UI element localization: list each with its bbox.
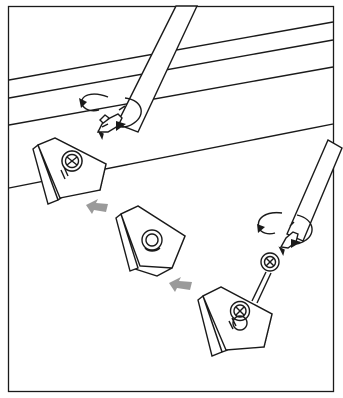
corner-bracket-icon [198,287,272,356]
screw-icon [62,151,82,171]
screwdriver-icon [280,140,342,254]
insert-arrow-icon [86,199,108,214]
screw-icon [252,253,279,303]
corner-bracket-icon [116,206,185,276]
insert-arrow-icon [169,277,192,292]
screwdriver-icon [98,6,197,138]
